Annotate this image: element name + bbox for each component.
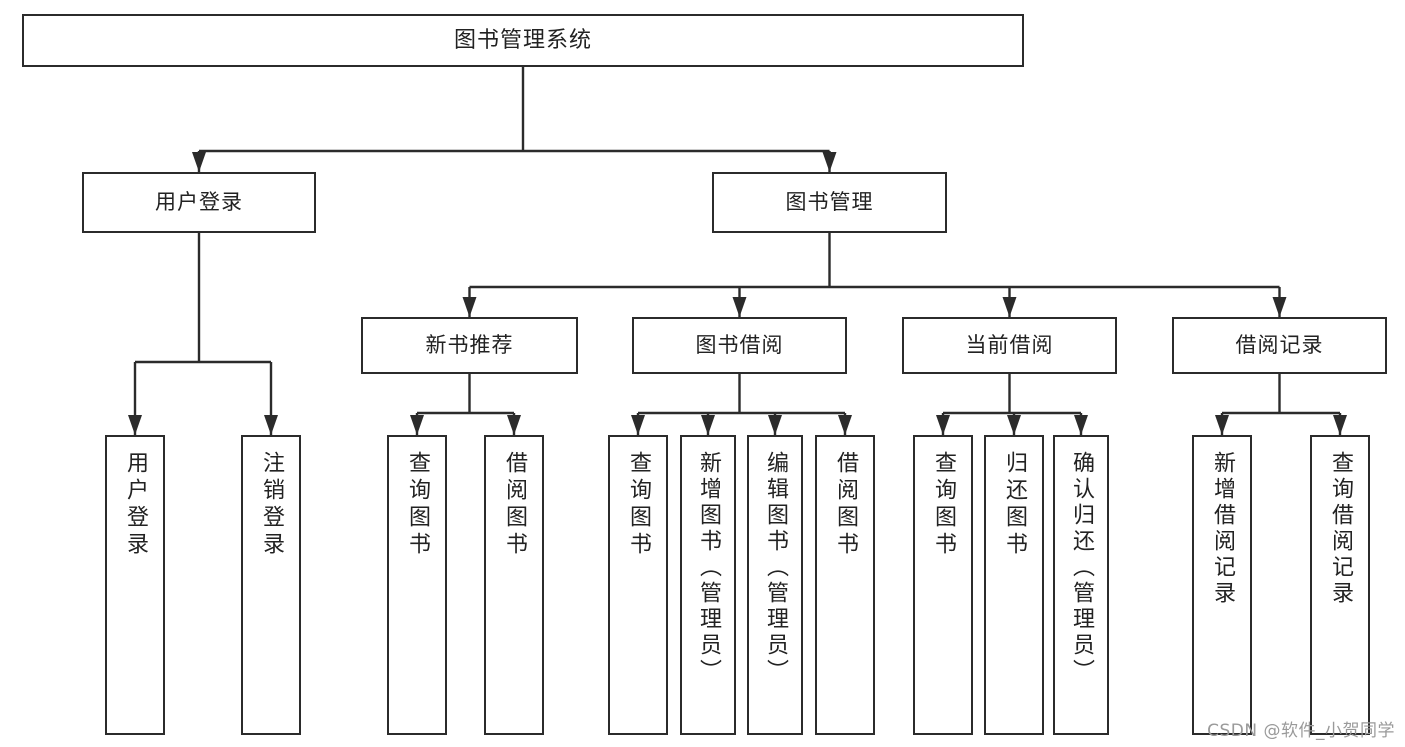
connector-arrowhead: [822, 152, 837, 172]
node-leaf-user-logout[interactable]: 注销登录: [241, 435, 301, 735]
node-login[interactable]: 用户登录: [82, 172, 316, 233]
connector-arrowhead: [1272, 297, 1287, 317]
connector-arrowhead: [264, 415, 278, 435]
node-borrow[interactable]: 图书借阅: [632, 317, 847, 374]
node-label-records: 借阅记录: [1235, 333, 1324, 358]
node-leaf-edit-book[interactable]: 编辑图书（管理员）: [747, 435, 803, 735]
node-label-login: 用户登录: [155, 190, 243, 215]
node-leaf-return-book[interactable]: 归还图书: [984, 435, 1044, 735]
node-label-leaf-query-book-2: 查询图书: [626, 451, 651, 559]
node-label-leaf-edit-book: 编辑图书（管理员）: [763, 451, 788, 685]
connector-arrowhead: [768, 415, 782, 435]
node-current[interactable]: 当前借阅: [902, 317, 1117, 374]
node-root[interactable]: 图书管理系统: [22, 14, 1024, 67]
node-label-newbook: 新书推荐: [425, 333, 514, 358]
node-leaf-query-book-3[interactable]: 查询图书: [913, 435, 973, 735]
connector-arrowhead: [838, 415, 852, 435]
connector-arrowhead: [1074, 415, 1088, 435]
node-leaf-add-record[interactable]: 新增借阅记录: [1192, 435, 1252, 735]
connector-arrowhead: [462, 297, 477, 317]
node-label-leaf-add-record: 新增借阅记录: [1210, 451, 1235, 607]
node-label-leaf-return-book: 归还图书: [1002, 451, 1027, 559]
node-newbook[interactable]: 新书推荐: [361, 317, 578, 374]
connector-arrowhead: [1215, 415, 1229, 435]
node-label-leaf-query-record: 查询借阅记录: [1328, 451, 1353, 607]
node-label-leaf-confirm-return: 确认归还（管理员）: [1069, 451, 1094, 685]
node-leaf-query-book-1[interactable]: 查询图书: [387, 435, 447, 735]
node-bookmgmt[interactable]: 图书管理: [712, 172, 947, 233]
node-leaf-borrow-book-1[interactable]: 借阅图书: [484, 435, 544, 735]
connector-arrowhead: [1007, 415, 1021, 435]
connector-arrowhead: [410, 415, 424, 435]
node-label-leaf-query-book-1: 查询图书: [405, 451, 430, 559]
node-leaf-query-record[interactable]: 查询借阅记录: [1310, 435, 1370, 735]
node-label-leaf-user-logout: 注销登录: [259, 451, 284, 559]
node-leaf-confirm-return[interactable]: 确认归还（管理员）: [1053, 435, 1109, 735]
node-label-leaf-query-book-3: 查询图书: [931, 451, 956, 559]
node-label-leaf-borrow-book-2: 借阅图书: [833, 451, 858, 559]
node-label-leaf-add-book: 新增图书（管理员）: [696, 451, 721, 685]
node-label-current: 当前借阅: [965, 333, 1054, 358]
node-leaf-query-book-2[interactable]: 查询图书: [608, 435, 668, 735]
connector-arrowhead: [128, 415, 142, 435]
connector-arrowhead: [732, 297, 747, 317]
connector-arrowhead: [936, 415, 950, 435]
connector-arrowhead: [1002, 297, 1017, 317]
connector-arrowhead: [631, 415, 645, 435]
watermark-text: CSDN @软件_小贺同学: [1207, 721, 1395, 741]
node-records[interactable]: 借阅记录: [1172, 317, 1387, 374]
node-leaf-user-login[interactable]: 用户登录: [105, 435, 165, 735]
connector-arrowhead: [701, 415, 715, 435]
node-label-leaf-borrow-book-1: 借阅图书: [502, 451, 527, 559]
connector-arrowhead: [192, 152, 206, 172]
node-label-leaf-user-login: 用户登录: [123, 451, 148, 559]
node-label-bookmgmt: 图书管理: [785, 190, 874, 215]
node-label-root: 图书管理系统: [453, 27, 592, 53]
node-label-borrow: 图书借阅: [695, 333, 784, 358]
node-leaf-borrow-book-2[interactable]: 借阅图书: [815, 435, 875, 735]
node-leaf-add-book[interactable]: 新增图书（管理员）: [680, 435, 736, 735]
connector-arrowhead: [1333, 415, 1347, 435]
connector-arrowhead: [507, 415, 521, 435]
